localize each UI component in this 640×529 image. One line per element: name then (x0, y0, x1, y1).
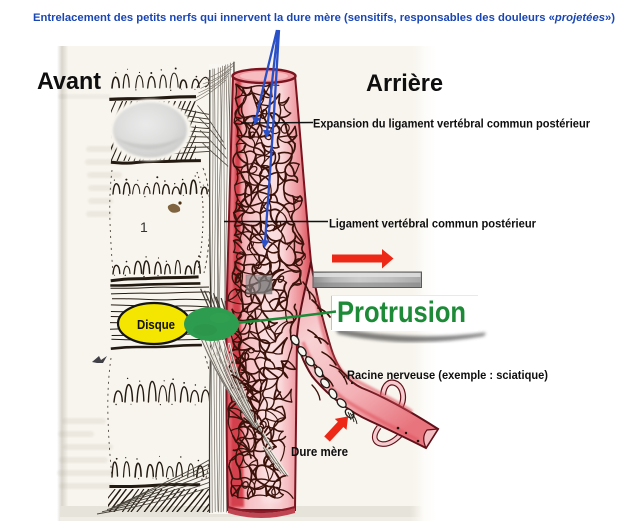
svg-text:Avant: Avant (37, 68, 101, 95)
svg-text:Dure mère: Dure mère (291, 445, 348, 459)
svg-text:Ligament vertébral commun post: Ligament vertébral commun postérieur (329, 219, 536, 231)
svg-text:1: 1 (140, 219, 148, 235)
svg-text:Entrelacement des petits nerfs: Entrelacement des petits nerfs qui inner… (33, 12, 615, 24)
svg-text:Racine nerveuse (exemple : sci: Racine nerveuse (exemple : sciatique) (347, 370, 548, 382)
svg-text:Arrière: Arrière (366, 70, 443, 97)
svg-text:Protrusion: Protrusion (337, 296, 466, 329)
svg-text:Expansion du ligament vertébra: Expansion du ligament vertébral commun p… (313, 119, 591, 131)
svg-text:Disque: Disque (137, 317, 175, 332)
